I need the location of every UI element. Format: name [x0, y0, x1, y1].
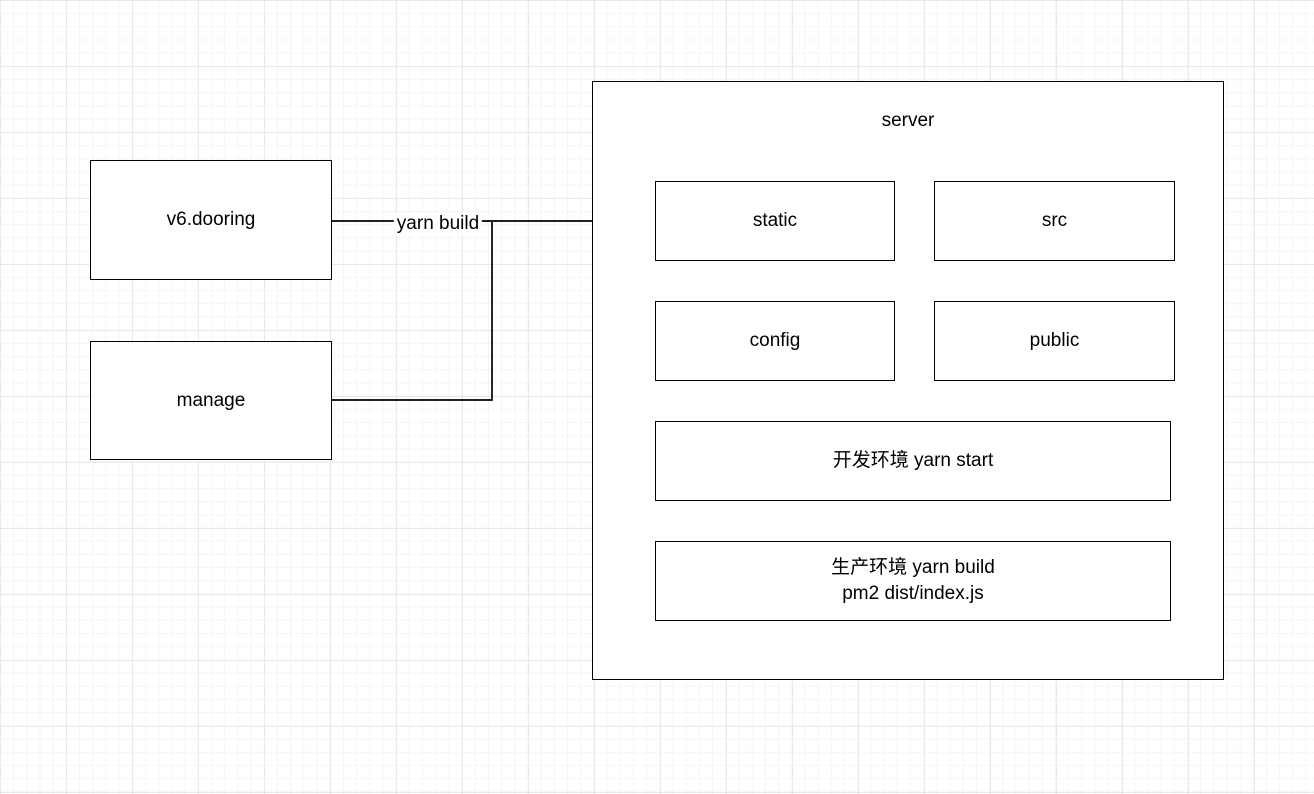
container-server-title: server: [881, 110, 935, 131]
node-static-label: static: [752, 210, 798, 232]
node-config-label: config: [749, 330, 801, 352]
edge-manage-join: [332, 222, 493, 401]
node-config: config: [655, 301, 895, 381]
node-dev-env: 开发环境 yarn start: [655, 421, 1171, 501]
edge-label-yarn-build: yarn build: [393, 213, 483, 235]
node-public-label: public: [1029, 330, 1080, 352]
node-manage-label: manage: [176, 389, 246, 411]
node-src: src: [934, 181, 1175, 261]
node-src-label: src: [1041, 210, 1068, 232]
node-manage: manage: [90, 341, 332, 460]
node-v6dooring: v6.dooring: [90, 160, 332, 280]
node-prod-env-label-line2: pm2 dist/index.js: [842, 583, 984, 604]
node-v6dooring-label: v6.dooring: [166, 209, 256, 231]
node-prod-env-label-line1: 生产环境 yarn build: [831, 557, 995, 579]
node-prod-env: 生产环境 yarn build pm2 dist/index.js: [655, 541, 1171, 621]
node-dev-env-label: 开发环境 yarn start: [832, 450, 994, 472]
node-static: static: [655, 181, 895, 261]
node-public: public: [934, 301, 1175, 381]
